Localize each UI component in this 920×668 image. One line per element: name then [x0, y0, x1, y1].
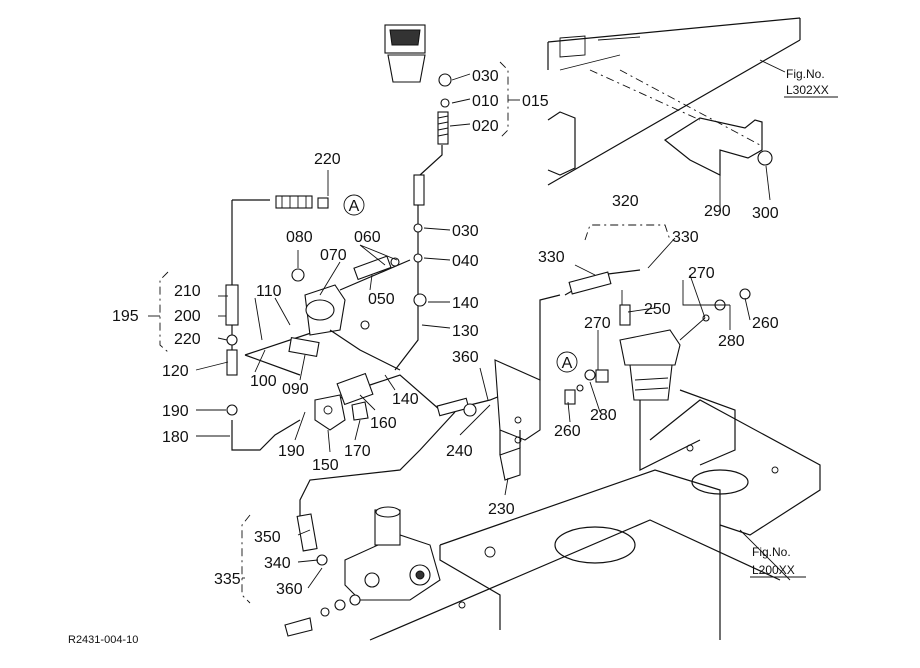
upper-frame — [547, 17, 801, 186]
part-label: 080 — [286, 229, 313, 246]
part-label: 330 — [538, 249, 565, 266]
fuel-pump — [284, 506, 441, 637]
fuel-filter-015 — [384, 24, 452, 145]
part-label: 140 — [392, 391, 419, 408]
part-label: 335 — [214, 571, 241, 588]
part-label: 280 — [718, 333, 745, 350]
part-label: 120 — [162, 363, 189, 380]
part-label: 030 — [472, 68, 499, 85]
part-label: 240 — [446, 443, 473, 460]
circle-marker-a-top-label: A — [349, 198, 360, 215]
part-label: 150 — [312, 457, 339, 474]
part-label: 090 — [282, 381, 309, 398]
part-label: 290 — [704, 203, 731, 220]
part-label: 360 — [452, 349, 479, 366]
fig-ref-bottom-line2: L200XX — [752, 563, 795, 577]
drawing-reference-code: R2431-004-10 — [68, 634, 138, 646]
part-label: 320 — [612, 193, 639, 210]
part-label: 200 — [174, 308, 201, 325]
fig-ref-bottom: Fig.No. L200XX — [750, 545, 806, 578]
part-label: 190 — [278, 443, 305, 460]
part-label: 360 — [276, 581, 303, 598]
part-label: 220 — [314, 151, 341, 168]
fig-ref-top-line2: L302XX — [786, 83, 829, 97]
part-label: 010 — [472, 93, 499, 110]
part-label: 100 — [250, 373, 277, 390]
part-label: 280 — [590, 407, 617, 424]
part-label: 260 — [554, 423, 581, 440]
part-label: 350 — [254, 529, 281, 546]
part-label: 210 — [174, 283, 201, 300]
bracket-230 — [463, 359, 541, 481]
circle-marker-a-right — [556, 351, 578, 373]
part-label: 070 — [320, 247, 347, 264]
part-label: 160 — [370, 415, 397, 432]
fig-ref-top: Fig.No. L302XX — [784, 67, 838, 98]
circle-marker-a-top — [343, 194, 365, 216]
fuel-filter-right — [564, 288, 751, 405]
lower-frame — [369, 389, 821, 641]
part-label: 050 — [368, 291, 395, 308]
part-label: 110 — [256, 283, 282, 300]
part-label: 340 — [264, 555, 291, 572]
part-labels: 030 010 015 020 220 030 040 060 080 070 … — [112, 68, 779, 598]
bracket-150 — [314, 394, 369, 431]
leader-lines — [148, 59, 791, 589]
part-label: 270 — [688, 265, 715, 282]
part-label: 030 — [452, 223, 479, 240]
fig-ref-top-line1: Fig.No. — [786, 67, 825, 81]
part-label: 300 — [752, 205, 779, 222]
circle-marker-a-right-label: A — [562, 355, 573, 372]
part-label: 170 — [344, 443, 371, 460]
part-label: 190 — [162, 403, 189, 420]
part-label: 180 — [162, 429, 189, 446]
part-label: 130 — [452, 323, 479, 340]
part-label: 040 — [452, 253, 479, 270]
part-label: 230 — [488, 501, 515, 518]
part-label: 195 — [112, 308, 139, 325]
part-label: 140 — [452, 295, 479, 312]
part-label: 220 — [174, 331, 201, 348]
part-label: 250 — [644, 301, 671, 318]
part-label: 020 — [472, 118, 499, 135]
fig-ref-bottom-line1: Fig.No. — [752, 545, 791, 559]
bolt-300 — [757, 150, 773, 166]
part-label: 270 — [584, 315, 611, 332]
part-label: 015 — [522, 93, 549, 110]
fuel-lines — [225, 145, 641, 566]
part-label: 060 — [354, 229, 381, 246]
part-label: 260 — [752, 315, 779, 332]
valve-assembly-070 — [288, 255, 401, 371]
part-label: 330 — [672, 229, 699, 246]
